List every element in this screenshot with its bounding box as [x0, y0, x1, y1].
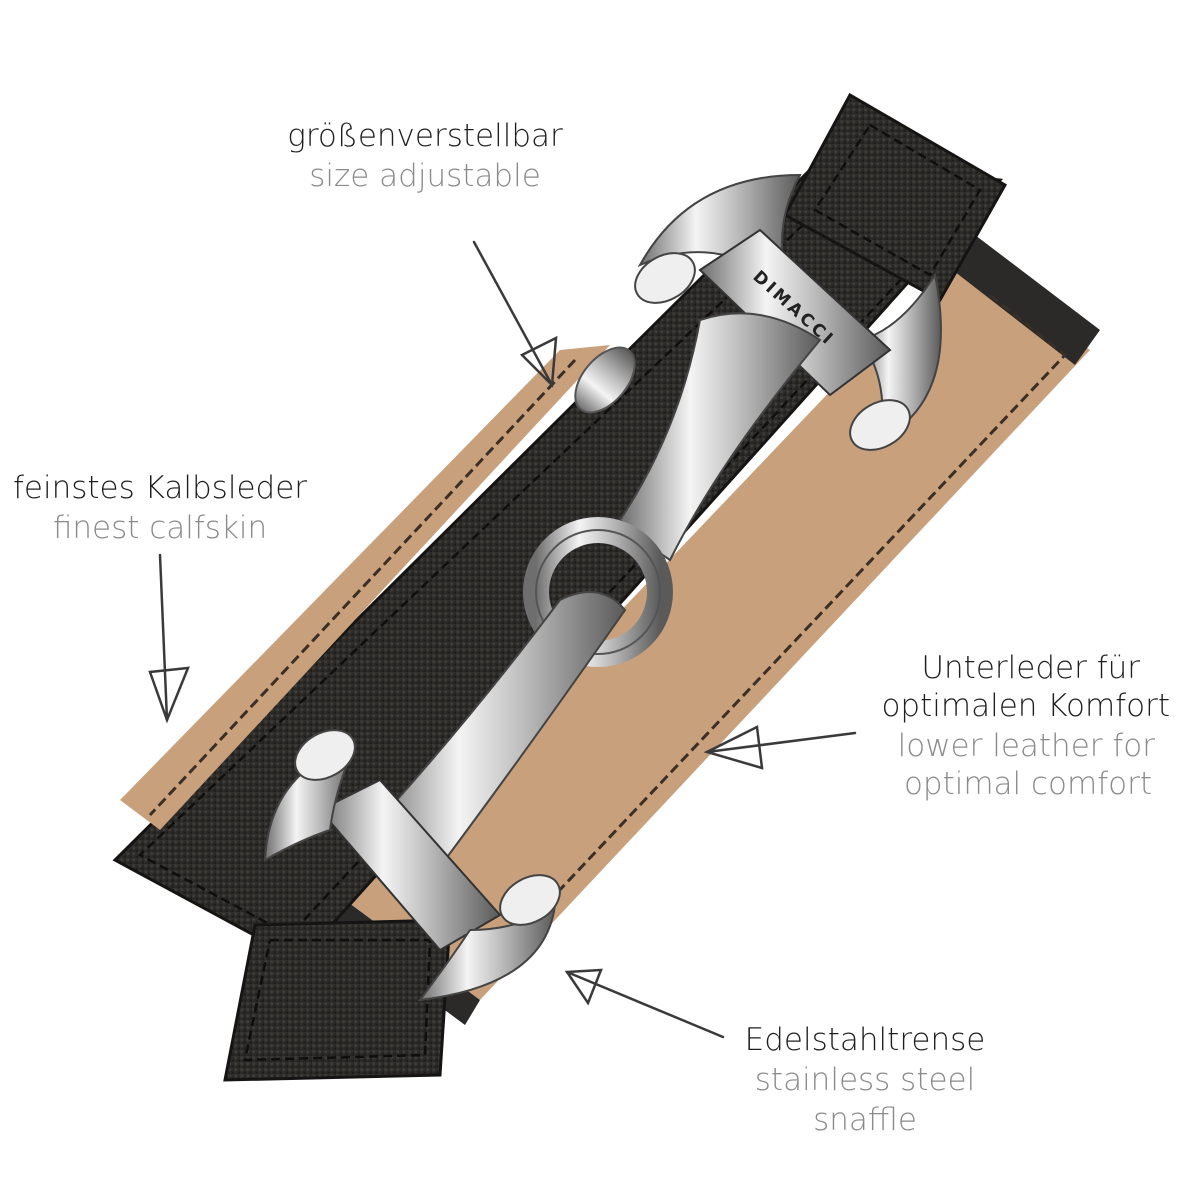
arrow-lower-leather: [703, 725, 857, 770]
label-size-de: größenverstellbar: [287, 118, 563, 154]
label-calfskin-en: finest calfskin: [52, 510, 268, 546]
label-lining-de-2: optimalen Komfort: [881, 688, 1170, 724]
label-snaffle-en-2: snaffle: [813, 1102, 917, 1138]
label-lining-de-1: Unterleder für: [921, 650, 1140, 686]
arrow-stainless-snaffle: [564, 968, 725, 1039]
label-size-en: size adjustable: [309, 158, 541, 194]
label-lining-en-2: optimal comfort: [903, 766, 1152, 802]
arrow-size-adjustable: [472, 240, 558, 388]
bottom-strap-end: [223, 918, 452, 1082]
label-calfskin-de: feinstes Kalbsleder: [12, 470, 308, 506]
label-snaffle-en-1: stainless steel: [754, 1062, 976, 1098]
stainless-snaffle: [263, 173, 942, 1002]
label-lining-en-1: lower leather for: [897, 728, 1155, 764]
label-snaffle-de: Edelstahltrense: [744, 1022, 986, 1058]
strap-loop: [574, 346, 636, 414]
arrow-finest-calfskin: [148, 553, 190, 724]
